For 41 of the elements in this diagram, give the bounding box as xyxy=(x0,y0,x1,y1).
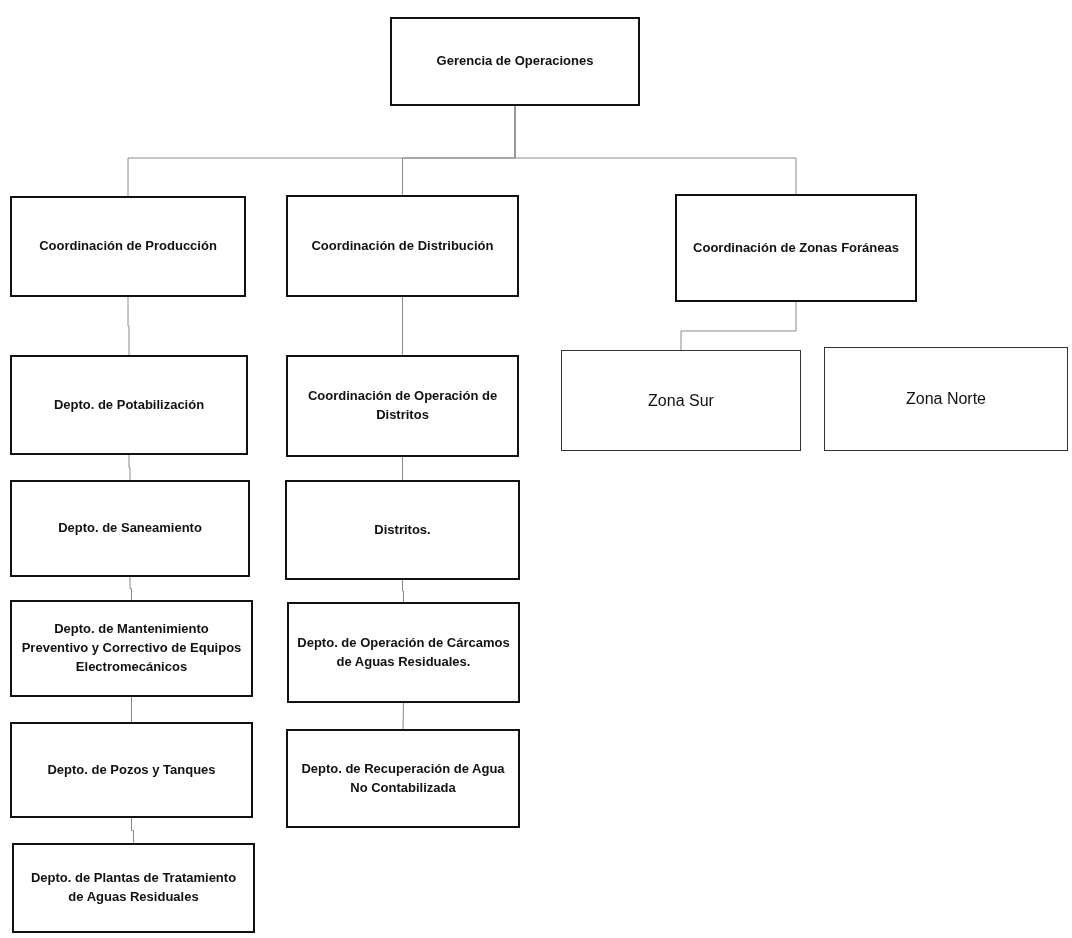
connector-line xyxy=(131,696,132,723)
box-label: Depto. de Saneamiento xyxy=(58,519,202,538)
connector-line xyxy=(131,817,134,844)
org-box xyxy=(10,196,246,297)
connector-line xyxy=(127,296,130,356)
org-box xyxy=(390,17,640,106)
org-box xyxy=(10,480,250,577)
org-box xyxy=(824,347,1068,451)
connector-line xyxy=(514,105,797,195)
box-label: Zona Norte xyxy=(905,389,986,410)
box-label: Zona Sur xyxy=(648,390,714,411)
org-box xyxy=(10,722,253,818)
connector-line xyxy=(128,454,131,481)
box-label: Coordinación de Zonas Foráneas xyxy=(693,238,899,257)
box-label: Coordinación de Distribución xyxy=(311,236,494,255)
org-box xyxy=(285,480,520,580)
connector-line xyxy=(402,296,403,356)
box-label: Depto. de Potabilización xyxy=(53,395,205,414)
org-box xyxy=(10,600,253,697)
org-box xyxy=(10,355,248,455)
box-label: Depto. de Operación de Cárcamos de Aguas Residuales. xyxy=(297,633,510,671)
org-box xyxy=(286,195,519,297)
org-box xyxy=(12,843,255,933)
box-label: Coordinación de Producción xyxy=(39,237,217,256)
connector-line xyxy=(402,579,404,603)
org-box xyxy=(287,602,520,703)
org-box xyxy=(675,194,917,302)
connector-line xyxy=(402,702,404,730)
box-label: Distritos. xyxy=(374,520,431,539)
org-box xyxy=(286,355,519,457)
box-label: Depto. de Mantenimiento Preventivo y Correctivo de Equipos Electromecánicos xyxy=(20,620,243,676)
connector-line xyxy=(680,301,797,351)
box-label: Gerencia de Operaciones xyxy=(436,52,594,71)
connector-line xyxy=(402,456,403,481)
box-label: Depto. de Plantas de Tratamiento de Aguas Residuales xyxy=(29,869,238,906)
box-label: Coordinación de Operación de Distritos xyxy=(306,387,499,424)
connector-line xyxy=(129,576,132,601)
org-box xyxy=(561,350,801,451)
org-box xyxy=(286,729,520,828)
box-label: Depto. de Pozos y Tanques xyxy=(47,760,216,779)
box-label: Depto. de Recuperación de Agua No Contabilizada xyxy=(300,759,506,797)
